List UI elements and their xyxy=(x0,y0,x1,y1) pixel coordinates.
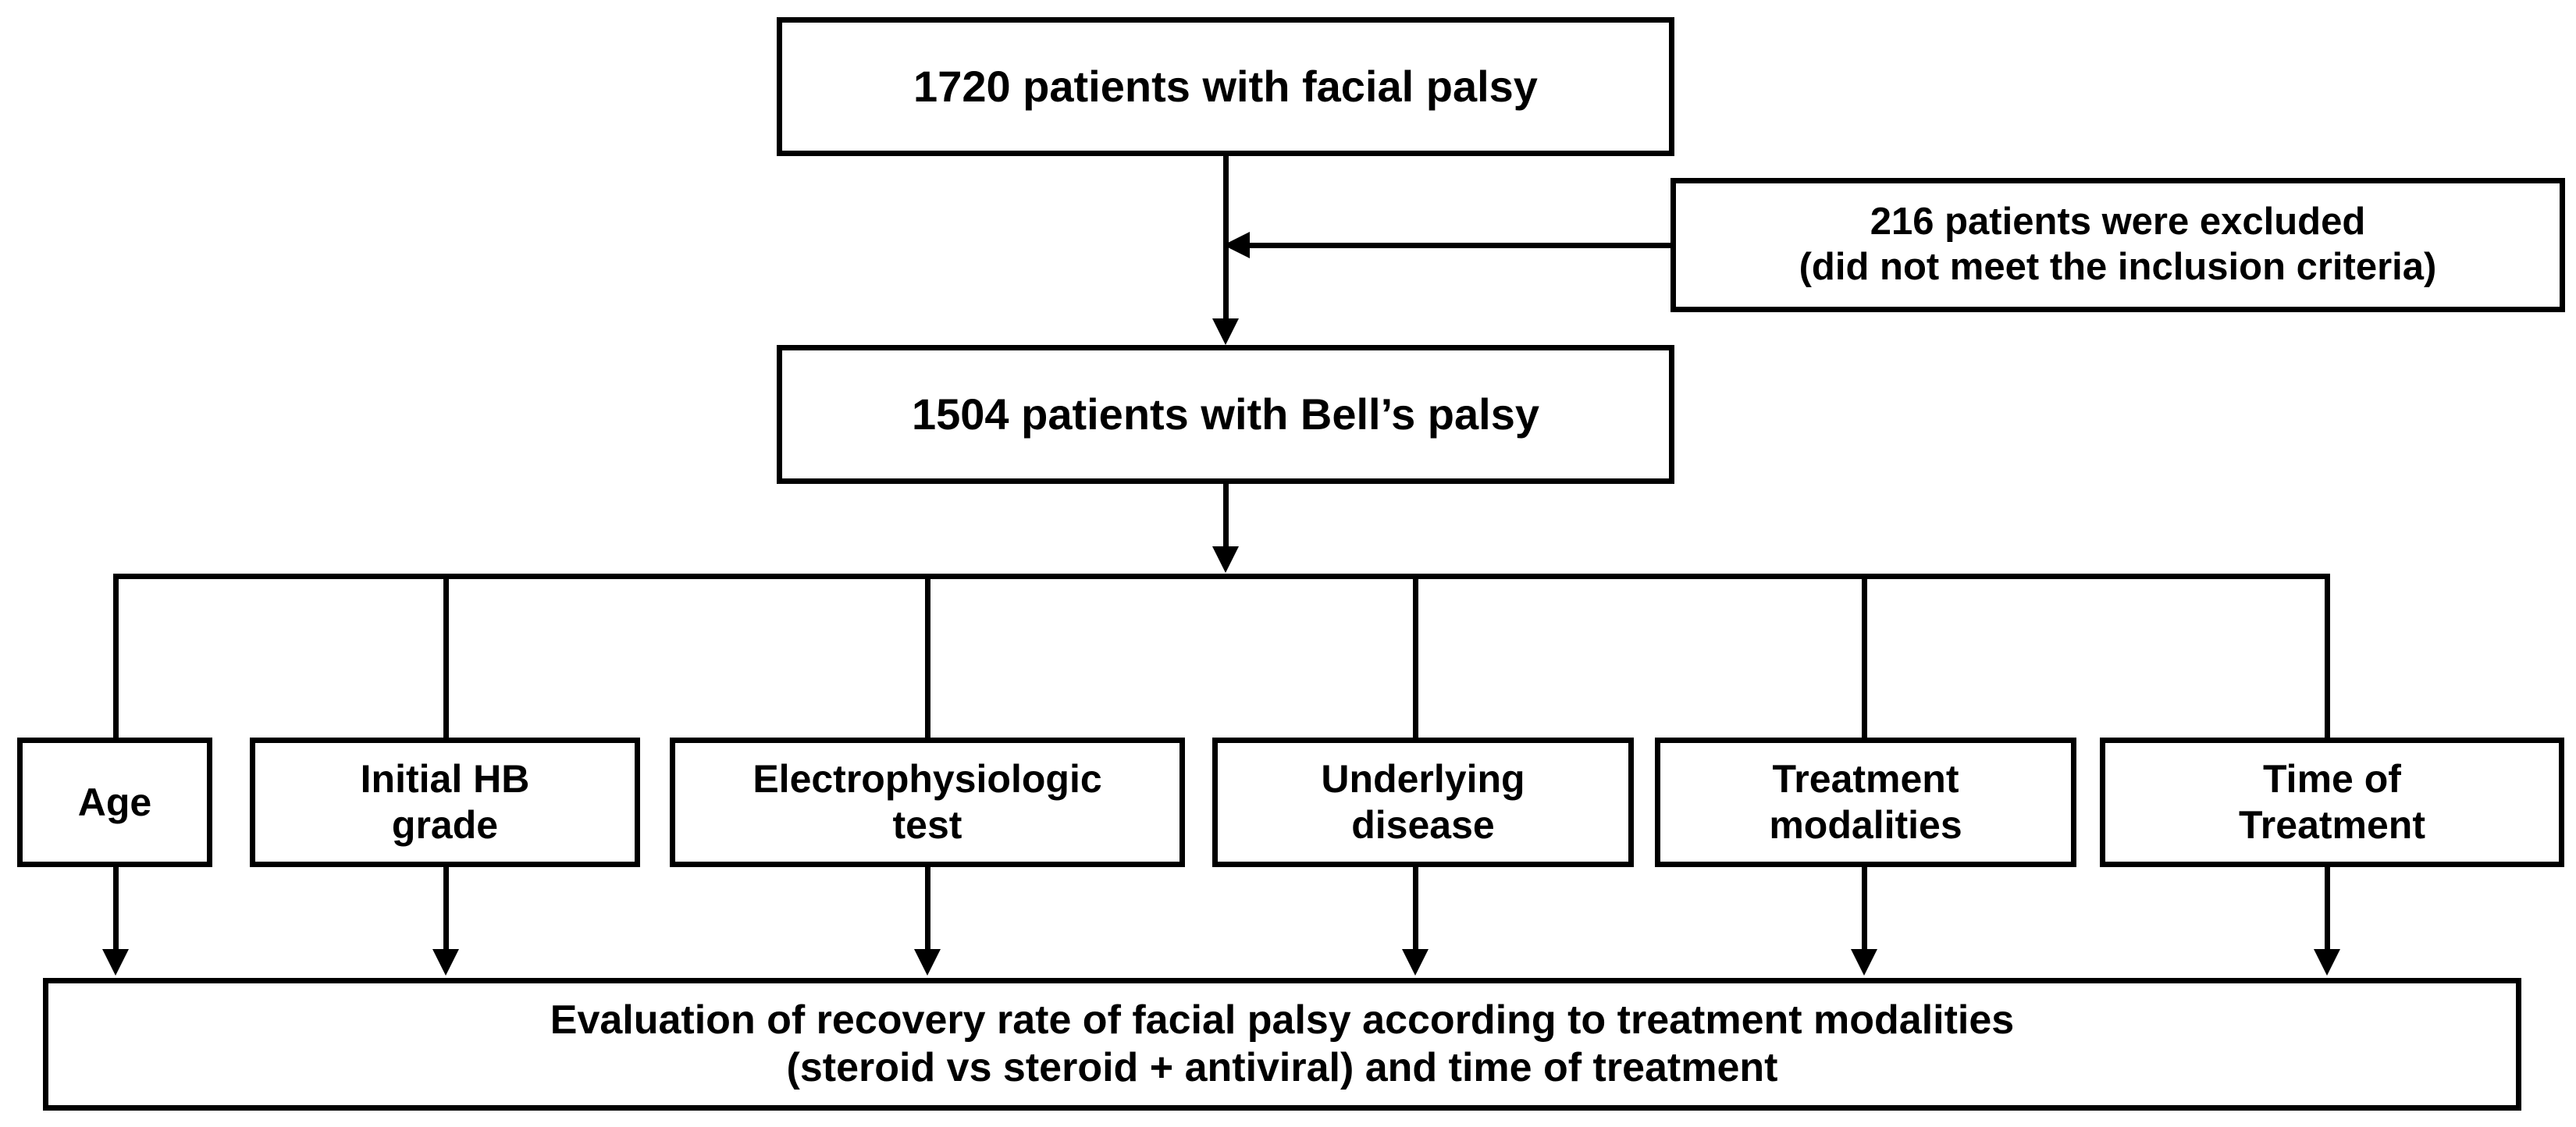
evaluation-box: Evaluation of recovery rate of facial pa… xyxy=(43,978,2521,1111)
connector-treatment-modalities-to-evaluation xyxy=(1862,867,1867,953)
excluded-line-2: (did not meet the inclusion criteria) xyxy=(1799,246,2437,288)
connector-initial-hb-grade-to-evaluation xyxy=(443,867,449,953)
factor-time-of-treatment-box: Time of Treatment xyxy=(2100,738,2564,867)
arrowhead-age-to-evaluation xyxy=(102,949,129,976)
arrowhead-total-to-bells xyxy=(1212,318,1239,345)
arrowhead-treatment-modalities-to-evaluation xyxy=(1851,949,1877,976)
drop-line-factor-initial-hb-grade xyxy=(443,574,449,740)
factor-treatment-modalities-box: Treatment modalities xyxy=(1655,738,2076,867)
bells-palsy-label: 1504 patients with Bell’s palsy xyxy=(911,389,1539,439)
arrowhead-bells-to-distributor xyxy=(1212,546,1239,573)
drop-line-factor-electrophysiologic-test xyxy=(925,574,930,740)
connector-excluded-to-trunk xyxy=(1247,243,1673,248)
excluded-line-1: 216 patients were excluded xyxy=(1870,201,2366,244)
total-patients-label: 1720 patients with facial palsy xyxy=(913,61,1538,111)
bells-palsy-box: 1504 patients with Bell’s palsy xyxy=(777,345,1674,484)
connector-bells-to-distributor xyxy=(1223,484,1229,550)
factor-treatment-modalities-line-2: modalities xyxy=(1769,803,1962,847)
evaluation-line-1: Evaluation of recovery rate of facial pa… xyxy=(550,997,2015,1043)
total-patients-box: 1720 patients with facial palsy xyxy=(777,17,1674,156)
factor-time-of-treatment-line-2: Treatment xyxy=(2239,803,2425,847)
factor-age-line-1: Age xyxy=(77,780,152,824)
factor-age-box: Age xyxy=(17,738,212,867)
evaluation-line-2: (steroid vs steroid + antiviral) and tim… xyxy=(786,1045,1778,1090)
drop-line-factor-underlying-disease xyxy=(1413,574,1418,740)
connector-time-of-treatment-to-evaluation xyxy=(2325,867,2330,953)
connector-age-to-evaluation xyxy=(113,867,119,953)
arrowhead-electrophysiologic-test-to-evaluation xyxy=(914,949,941,976)
drop-line-factor-age xyxy=(113,574,119,740)
arrowhead-underlying-disease-to-evaluation xyxy=(1402,949,1429,976)
factor-treatment-modalities-line-1: Treatment xyxy=(1772,757,1959,801)
factor-underlying-disease-line-2: disease xyxy=(1351,803,1495,847)
drop-line-factor-time-of-treatment xyxy=(2325,574,2330,740)
factor-electrophysiologic-test-box: Electrophysiologic test xyxy=(670,738,1185,867)
factor-time-of-treatment-line-1: Time of xyxy=(2263,757,2401,801)
factor-underlying-disease-box: Underlying disease xyxy=(1212,738,1634,867)
factor-initial-hb-grade-line-1: Initial HB xyxy=(360,757,530,801)
excluded-patients-box: 216 patients were excluded (did not meet… xyxy=(1670,178,2565,312)
factor-electrophysiologic-test-line-2: test xyxy=(892,803,962,847)
connector-underlying-disease-to-evaluation xyxy=(1413,867,1418,953)
arrowhead-excluded-to-trunk xyxy=(1223,232,1250,258)
factor-underlying-disease-line-1: Underlying xyxy=(1321,757,1525,801)
connector-electrophysiologic-test-to-evaluation xyxy=(925,867,930,953)
factor-initial-hb-grade-line-2: grade xyxy=(391,803,499,847)
drop-line-factor-treatment-modalities xyxy=(1862,574,1867,740)
arrowhead-initial-hb-grade-to-evaluation xyxy=(432,949,459,976)
factor-initial-hb-grade-box: Initial HB grade xyxy=(250,738,640,867)
distribution-bar xyxy=(113,574,2330,579)
arrowhead-time-of-treatment-to-evaluation xyxy=(2314,949,2340,976)
connector-total-to-bells-trunk-lower xyxy=(1223,259,1229,323)
factor-electrophysiologic-test-line-1: Electrophysiologic xyxy=(753,757,1102,801)
